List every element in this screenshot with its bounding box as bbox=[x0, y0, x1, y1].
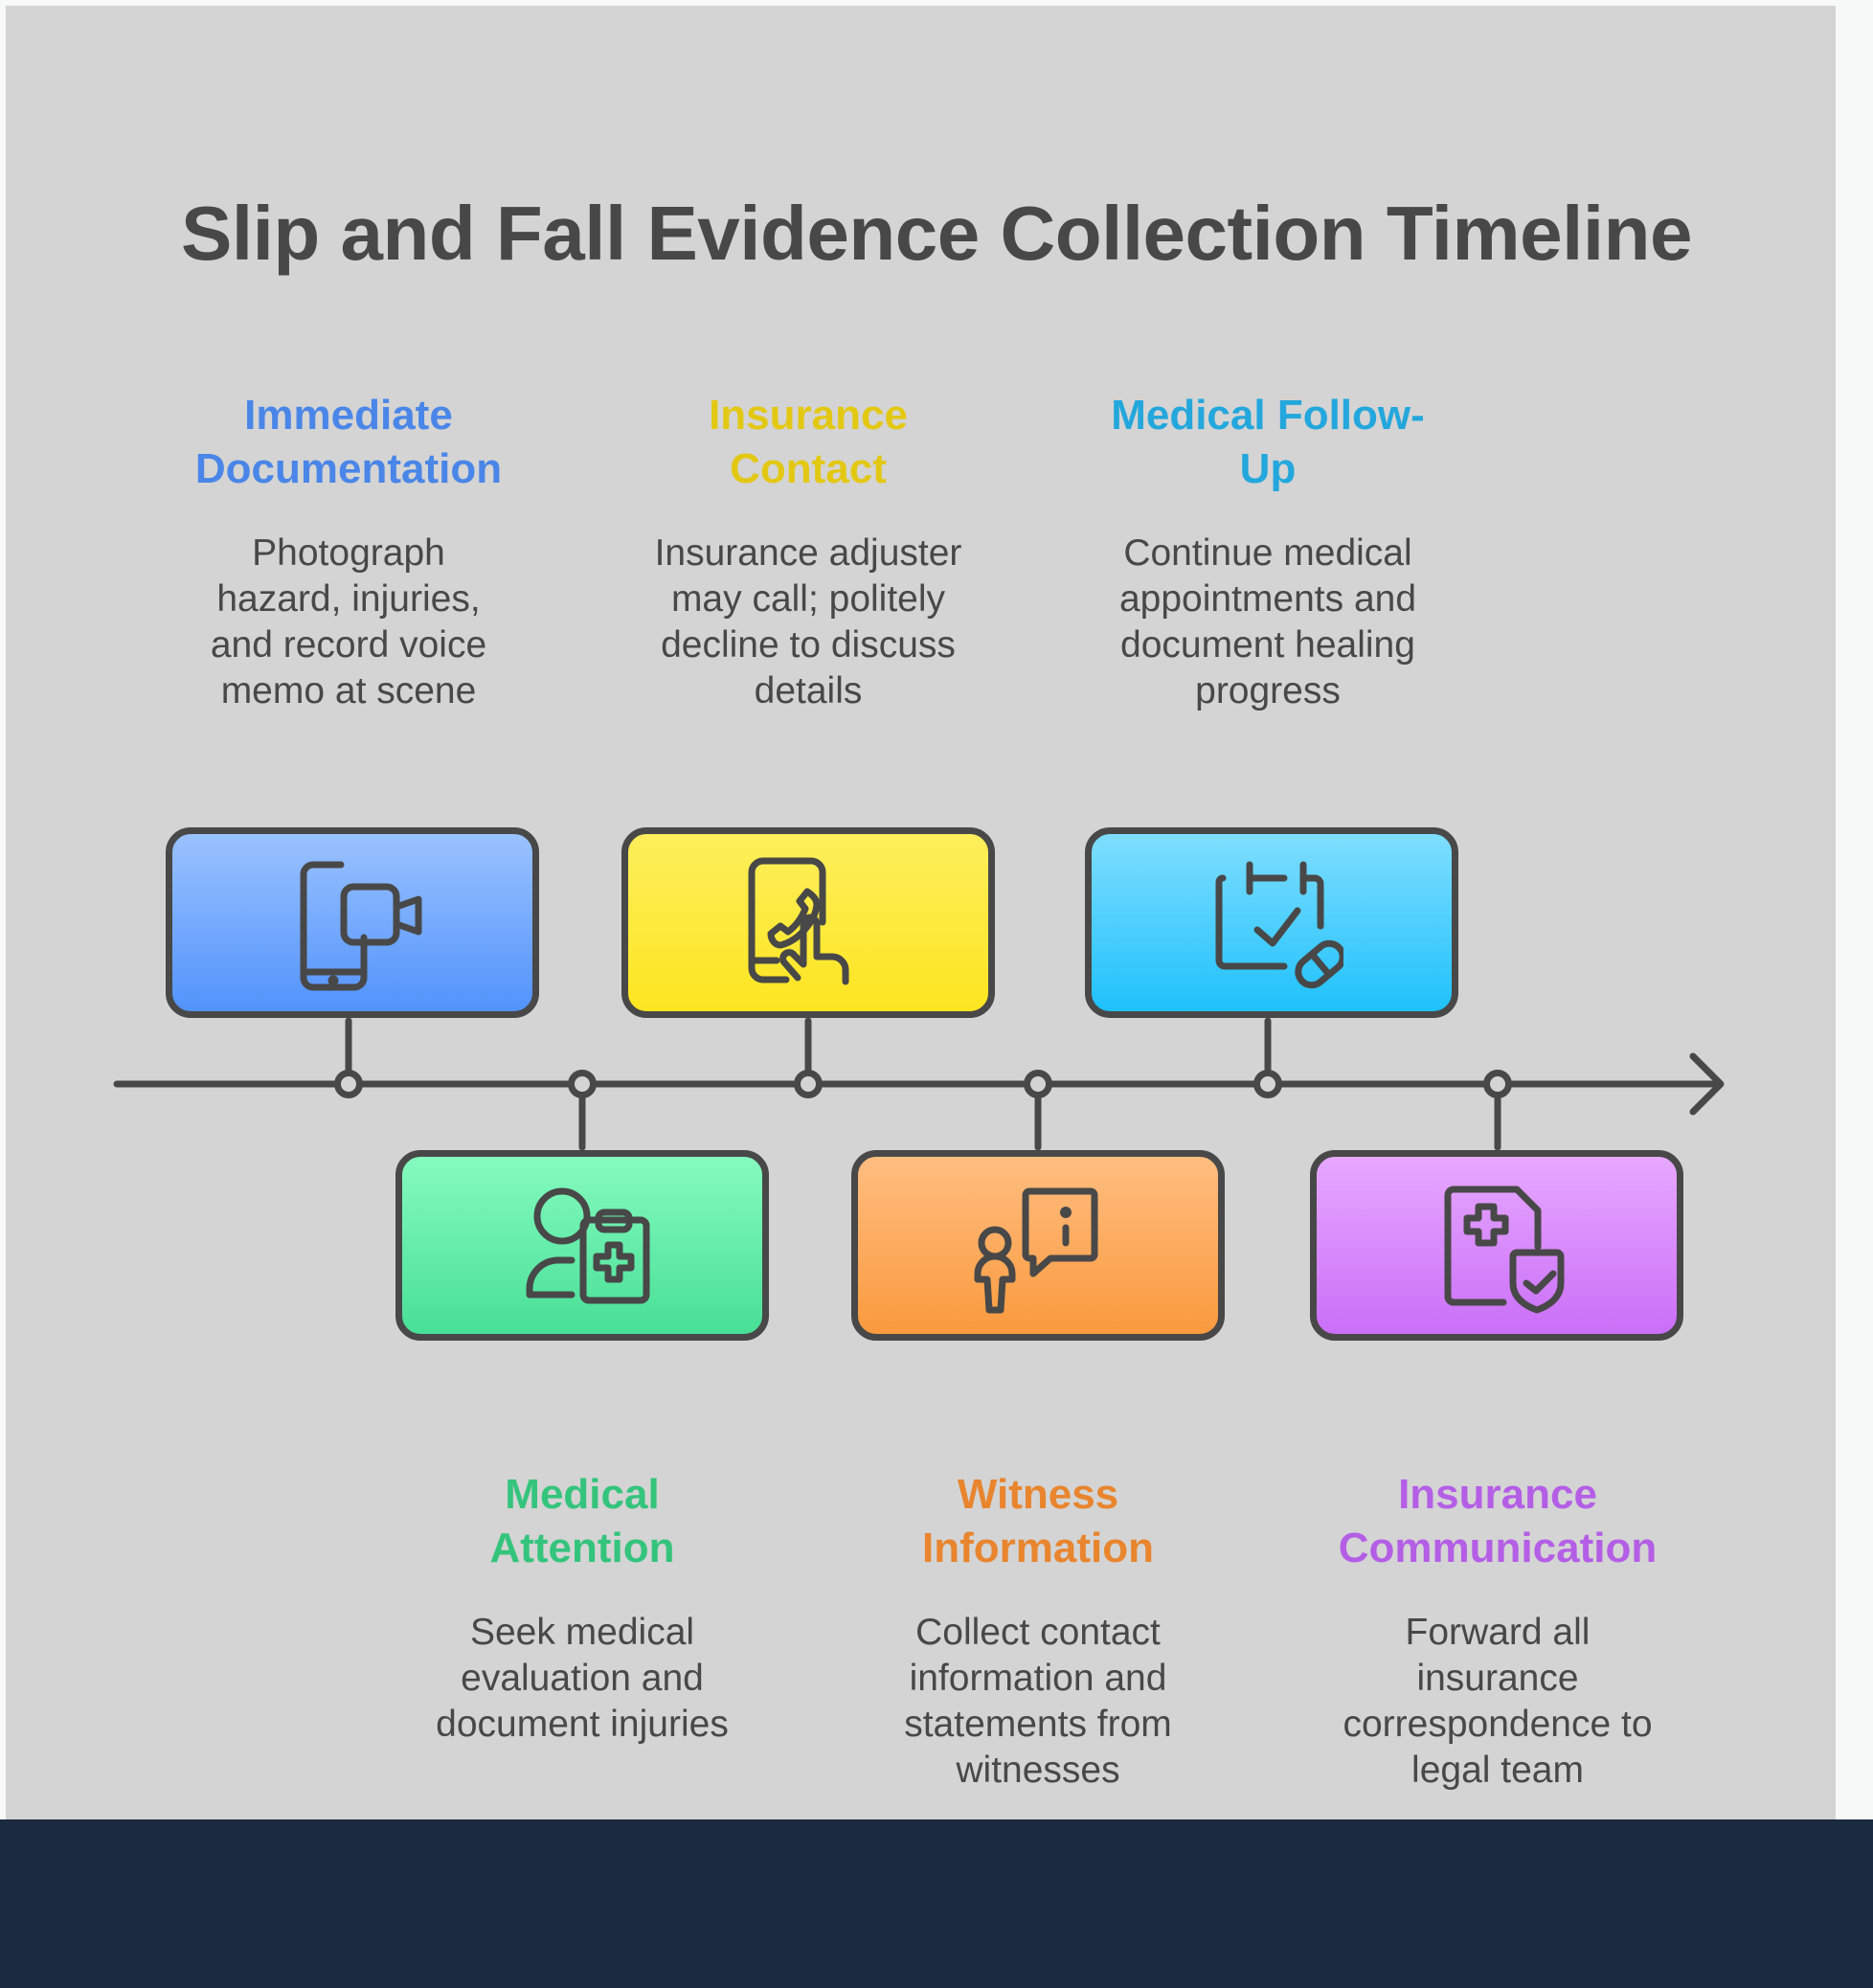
step-5-card bbox=[1085, 827, 1458, 1018]
step-1-card bbox=[166, 827, 539, 1018]
timeline-marker-4 bbox=[1024, 1070, 1052, 1098]
step-3-description: Insurance adjuster may call; politely de… bbox=[654, 532, 962, 712]
step-1-title: Immediate Documentation bbox=[194, 392, 503, 492]
phone-call-tap-icon bbox=[748, 857, 849, 984]
step-4-title: Witness Information bbox=[922, 1471, 1154, 1571]
step-3-card bbox=[621, 827, 995, 1018]
step-2-title: Medical Attention bbox=[489, 1471, 675, 1571]
patient-clipboard-icon bbox=[526, 1187, 650, 1303]
timeline-marker-1 bbox=[334, 1070, 363, 1098]
step-4-description: Collect contact information and statemen… bbox=[904, 1612, 1172, 1791]
footer-band bbox=[0, 1819, 1873, 1988]
step-5-text: Medical Follow- Up Continue medical appo… bbox=[1067, 389, 1469, 714]
step-4-text: Witness Information Collect contact info… bbox=[837, 1468, 1239, 1794]
timeline-arrowhead-icon bbox=[1689, 1052, 1725, 1116]
calendar-check-pill-icon bbox=[1215, 861, 1343, 988]
step-2-text: Medical Attention Seek medical evaluatio… bbox=[381, 1468, 783, 1748]
step-6-text: Insurance Communication Forward all insu… bbox=[1297, 1468, 1699, 1794]
timeline-marker-3 bbox=[794, 1070, 823, 1098]
step-1-description: Photograph hazard, injuries, and record … bbox=[210, 532, 487, 712]
page-title: Slip and Fall Evidence Collection Timeli… bbox=[181, 191, 1692, 276]
step-2-description: Seek medical evaluation and document inj… bbox=[436, 1612, 729, 1745]
step-4-card bbox=[851, 1150, 1225, 1341]
medical-document-shield-icon bbox=[1444, 1186, 1565, 1313]
step-6-title: Insurance Communication bbox=[1338, 1471, 1658, 1571]
phone-video-icon bbox=[300, 861, 422, 990]
step-6-description: Forward all insurance correspondence to … bbox=[1343, 1612, 1653, 1791]
step-5-description: Continue medical appointments and docume… bbox=[1118, 532, 1417, 712]
person-info-bubble-icon bbox=[974, 1187, 1098, 1313]
step-6-card bbox=[1310, 1150, 1683, 1341]
step-3-text: Insurance Contact Insurance adjuster may… bbox=[607, 389, 1009, 714]
step-3-title: Insurance Contact bbox=[709, 392, 908, 492]
timeline-marker-2 bbox=[568, 1070, 597, 1098]
timeline-marker-6 bbox=[1483, 1070, 1512, 1098]
timeline-marker-5 bbox=[1253, 1070, 1282, 1098]
step-1-text: Immediate Documentation Photograph hazar… bbox=[147, 389, 550, 714]
step-2-card bbox=[395, 1150, 769, 1341]
step-5-title: Medical Follow- Up bbox=[1111, 392, 1425, 492]
